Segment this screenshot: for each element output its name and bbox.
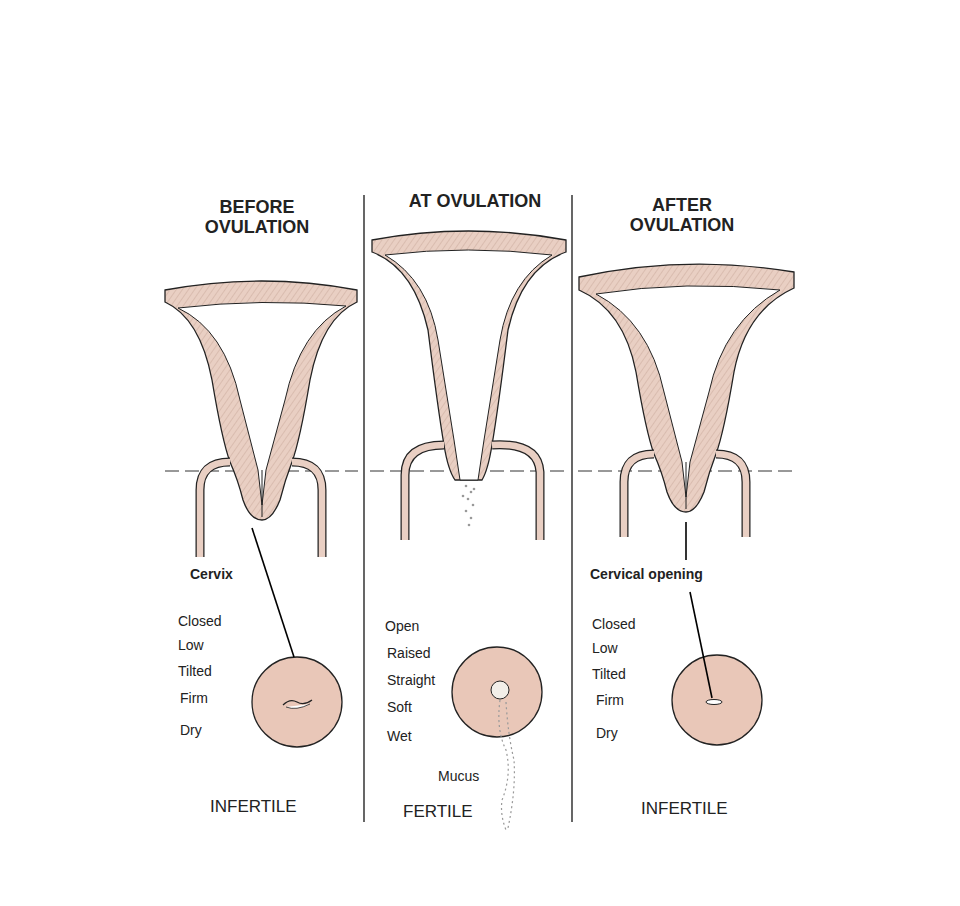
property-label: Low — [592, 640, 618, 656]
column-heading: BEFORE OVULATION — [192, 198, 322, 238]
property-label: Firm — [180, 690, 208, 706]
property-label: Tilted — [592, 666, 626, 682]
part-label: Cervix — [190, 566, 233, 582]
part-label: Mucus — [438, 768, 479, 784]
property-label: Firm — [596, 692, 624, 708]
property-label: Tilted — [178, 663, 212, 679]
property-label: Dry — [180, 722, 202, 738]
status-label: FERTILE — [403, 802, 473, 822]
status-label: INFERTILE — [641, 799, 728, 819]
property-label: Wet — [387, 728, 412, 744]
part-label: Cervical opening — [590, 566, 703, 582]
property-label: Closed — [178, 613, 222, 629]
property-label: Dry — [596, 725, 618, 741]
property-label: Closed — [592, 616, 636, 632]
property-label: Low — [178, 637, 204, 653]
column-heading: AFTER OVULATION — [617, 196, 747, 236]
property-label: Raised — [387, 645, 431, 661]
property-label: Open — [385, 618, 419, 634]
column-heading: AT OVULATION — [380, 192, 570, 212]
property-label: Straight — [387, 672, 435, 688]
status-label: INFERTILE — [210, 797, 297, 817]
property-label: Soft — [387, 699, 412, 715]
